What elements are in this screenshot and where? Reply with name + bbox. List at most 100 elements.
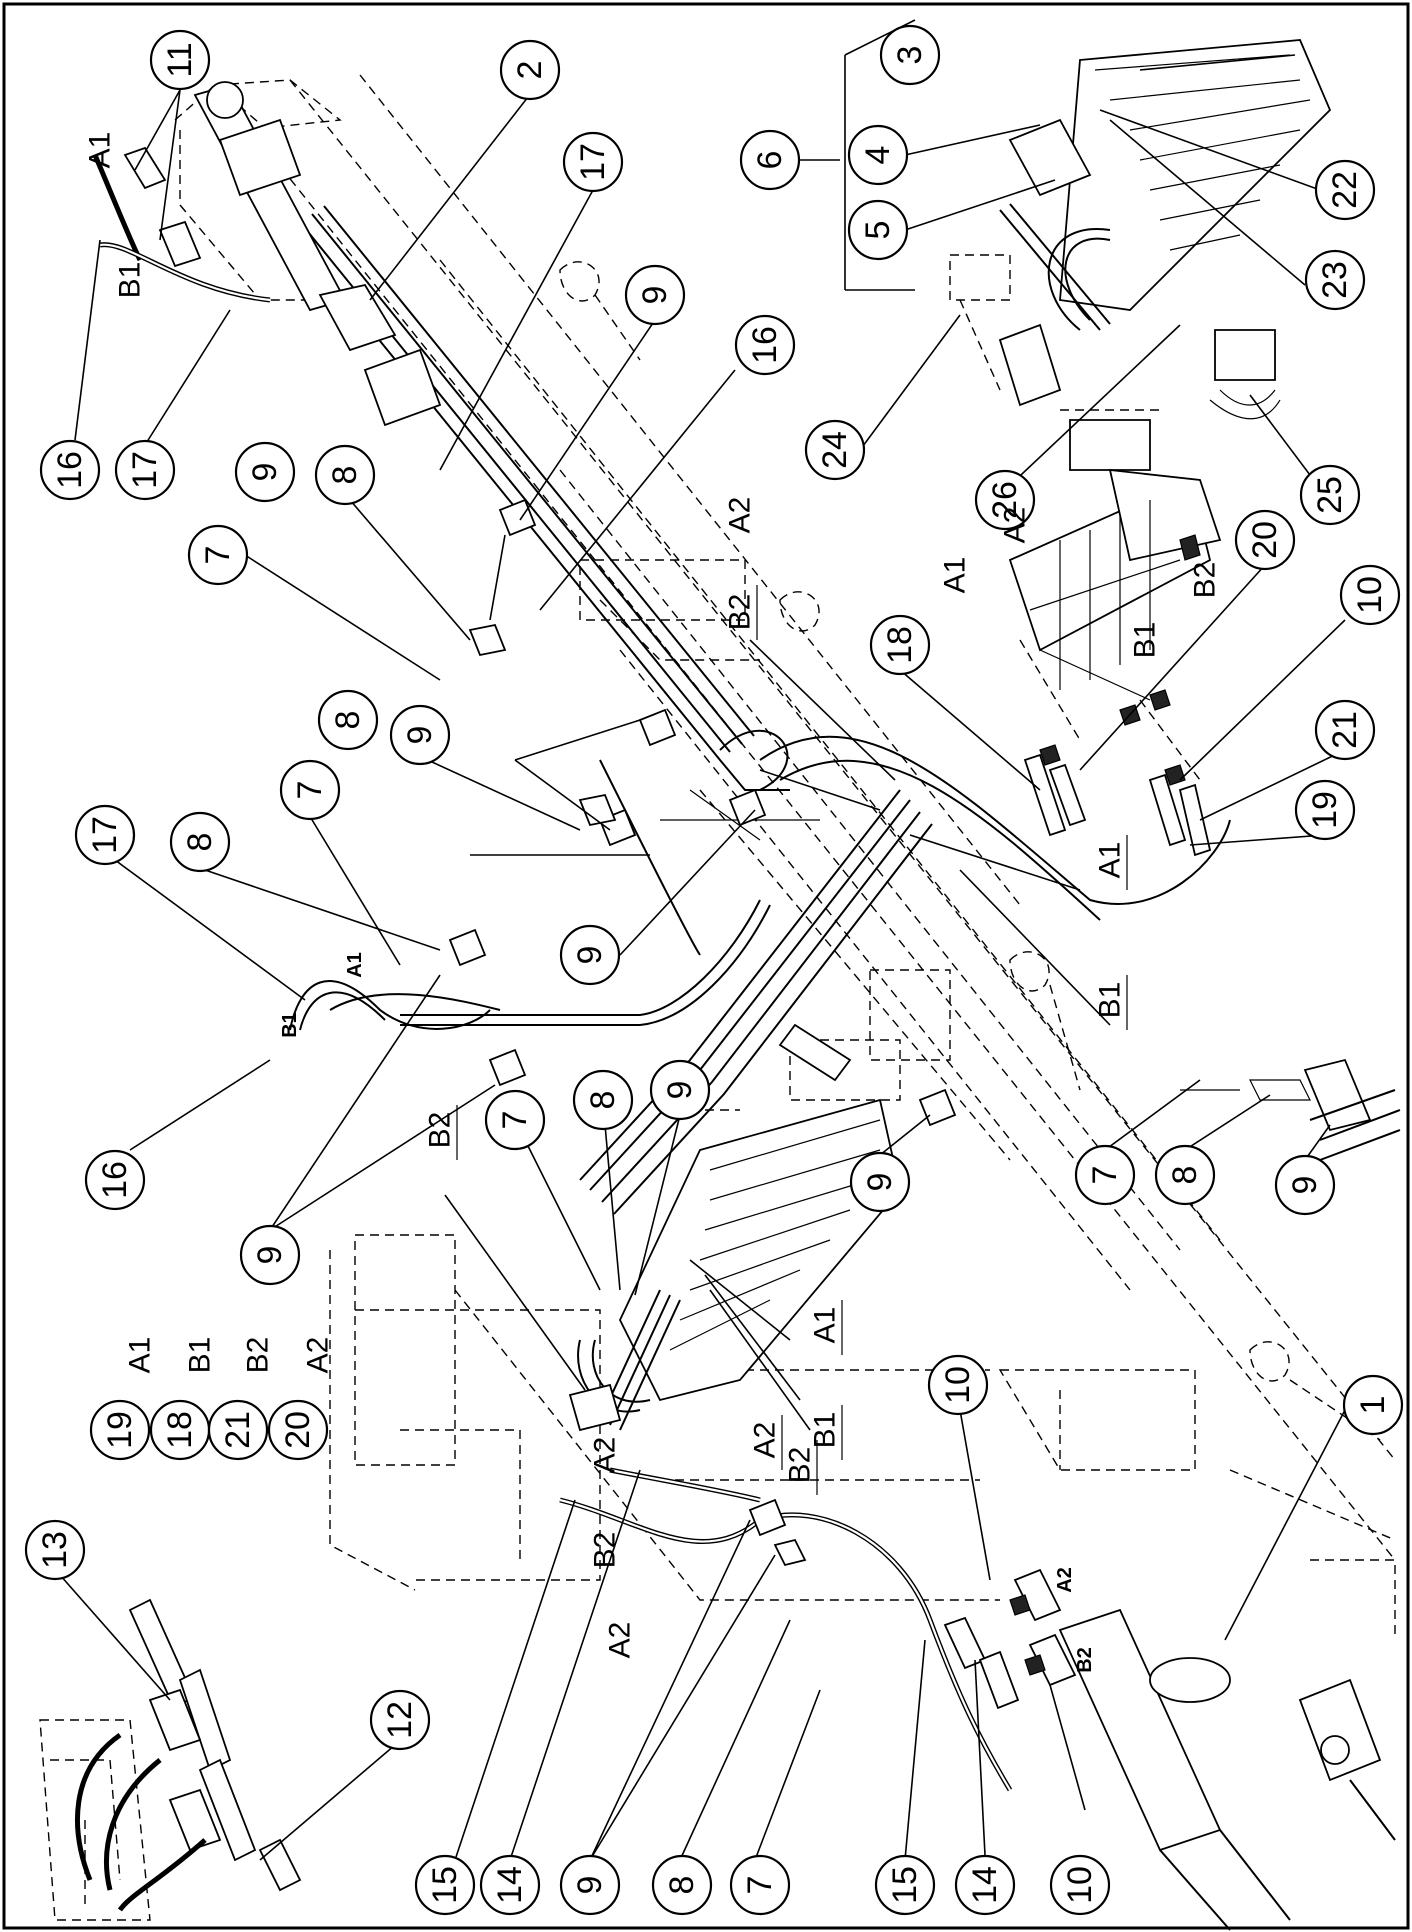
callout-label: 10 (939, 1366, 977, 1404)
port-label: B1 (184, 1337, 217, 1374)
callout-label: 8 (1166, 1166, 1204, 1185)
port-label: A1 (84, 132, 117, 169)
exploded-fittings-lower-left (39, 1598, 302, 1921)
callout-label: 9 (571, 946, 609, 965)
callout-balloon: 16 (39, 439, 101, 501)
callout-label: 8 (584, 1091, 622, 1110)
callout-balloon: 8 (169, 811, 231, 873)
hoses-16-17-middle (289, 899, 771, 1031)
callout-balloon: 14 (479, 1854, 541, 1916)
callout-label: 7 (291, 781, 329, 800)
callout-label: 8 (663, 1876, 701, 1895)
callout-balloon: 9 (649, 1059, 711, 1121)
callout-balloon: 17 (74, 804, 136, 866)
callout-balloon: 5 (847, 199, 909, 261)
callout-label: 8 (181, 833, 219, 852)
callout-balloon: 17 (562, 131, 624, 193)
callout-balloon: 20 (1234, 509, 1296, 571)
callout-label: 1 (1354, 1396, 1392, 1415)
callout-label: 9 (1286, 1176, 1324, 1195)
callout-balloon: 10 (1339, 564, 1401, 626)
callout-label: 20 (1246, 521, 1284, 559)
callout-balloon: 22 (1314, 159, 1376, 221)
callout-balloon: 24 (804, 419, 866, 481)
valve-bank (1008, 468, 1222, 781)
callout-label: 18 (161, 1411, 199, 1449)
pipe-clamps (448, 498, 957, 1567)
callout-balloon: 9 (234, 441, 296, 503)
callout-label: 19 (101, 1411, 139, 1449)
callout-label: 18 (881, 626, 919, 664)
port-label: B2 (242, 1337, 275, 1374)
port-label: A2 (999, 507, 1032, 544)
callout-label: 23 (1316, 261, 1354, 299)
callout-balloon: 10 (1049, 1854, 1111, 1916)
callout-label: 8 (329, 711, 367, 730)
port-label: A1 (1094, 842, 1127, 879)
callout-label: 17 (574, 143, 612, 181)
callout-balloon: 7 (484, 1089, 546, 1151)
port-label: A1 (124, 1337, 157, 1374)
callout-label: 14 (966, 1866, 1004, 1904)
port-label-underlines (456, 585, 1128, 1495)
port-label: B1 (114, 262, 147, 299)
callout-balloon: 9 (239, 1224, 301, 1286)
leader-lines (59, 19, 1346, 1861)
callout-balloon: 15 (414, 1854, 476, 1916)
callout-label: 22 (1326, 171, 1364, 209)
callout-label: 4 (859, 146, 897, 165)
callout-balloon: 23 (1304, 249, 1366, 311)
callout-label: 15 (886, 1866, 924, 1904)
callout-balloon: 7 (729, 1854, 791, 1916)
callout-label: 7 (496, 1111, 534, 1130)
bracket-assembly-6 (949, 118, 1111, 407)
callout-balloon: 15 (874, 1854, 936, 1916)
port-label: B2 (784, 1447, 817, 1484)
port-label: A2 (302, 1337, 335, 1374)
port-label: A2 (589, 1437, 622, 1474)
cylinder-1 (1058, 1608, 1396, 1931)
port-label: A2 (604, 1622, 637, 1659)
callout-balloon: 14 (954, 1854, 1016, 1916)
callout-balloon: 9 (849, 1151, 911, 1213)
port-label: B2 (424, 1112, 457, 1149)
callout-balloon: 8 (317, 689, 379, 751)
callout-balloon: 8 (572, 1069, 634, 1131)
callout-balloon: 18 (869, 614, 931, 676)
callout-balloon: 20 (267, 1399, 329, 1461)
callout-label: 11 (161, 42, 199, 77)
port-label: A1 (809, 1307, 842, 1344)
callout-balloon: 13 (24, 1519, 86, 1581)
callout-label: 25 (1311, 476, 1349, 514)
callout-balloon: 4 (847, 124, 909, 186)
callout-label: 17 (126, 451, 164, 489)
port-label: A2 (749, 1422, 782, 1459)
cylinder-2-fittings (92, 146, 271, 303)
callout-balloon: 18 (149, 1399, 211, 1461)
cylinder-2 (193, 81, 442, 427)
callout-label: 7 (199, 546, 237, 565)
callout-balloon: 11 (149, 29, 211, 91)
callout-label: 5 (859, 221, 897, 240)
port-label: B2 (1074, 1647, 1096, 1673)
port-label: A1 (939, 557, 972, 594)
callout-label: 24 (816, 431, 854, 469)
callout-balloon: 16 (734, 314, 796, 376)
callout-balloon: 21 (1314, 699, 1376, 761)
callout-balloon: 7 (1074, 1144, 1136, 1206)
callout-label: 20 (279, 1411, 317, 1449)
item-25-26-parts (1060, 329, 1281, 471)
callout-balloon: 19 (89, 1399, 151, 1461)
callout-label: 7 (1086, 1166, 1124, 1185)
hose-15 (559, 1467, 1013, 1792)
callout-balloon: 8 (1154, 1144, 1216, 1206)
return-hose-loops (599, 729, 1231, 956)
callout-balloon: 1 (1342, 1374, 1404, 1436)
callout-label: 13 (36, 1531, 74, 1569)
callout-label: 14 (491, 1866, 529, 1904)
callout-balloon: 2 (499, 39, 561, 101)
callout-label: 9 (246, 463, 284, 482)
callout-label: 2 (511, 61, 549, 80)
callout-label: 21 (1326, 711, 1364, 749)
